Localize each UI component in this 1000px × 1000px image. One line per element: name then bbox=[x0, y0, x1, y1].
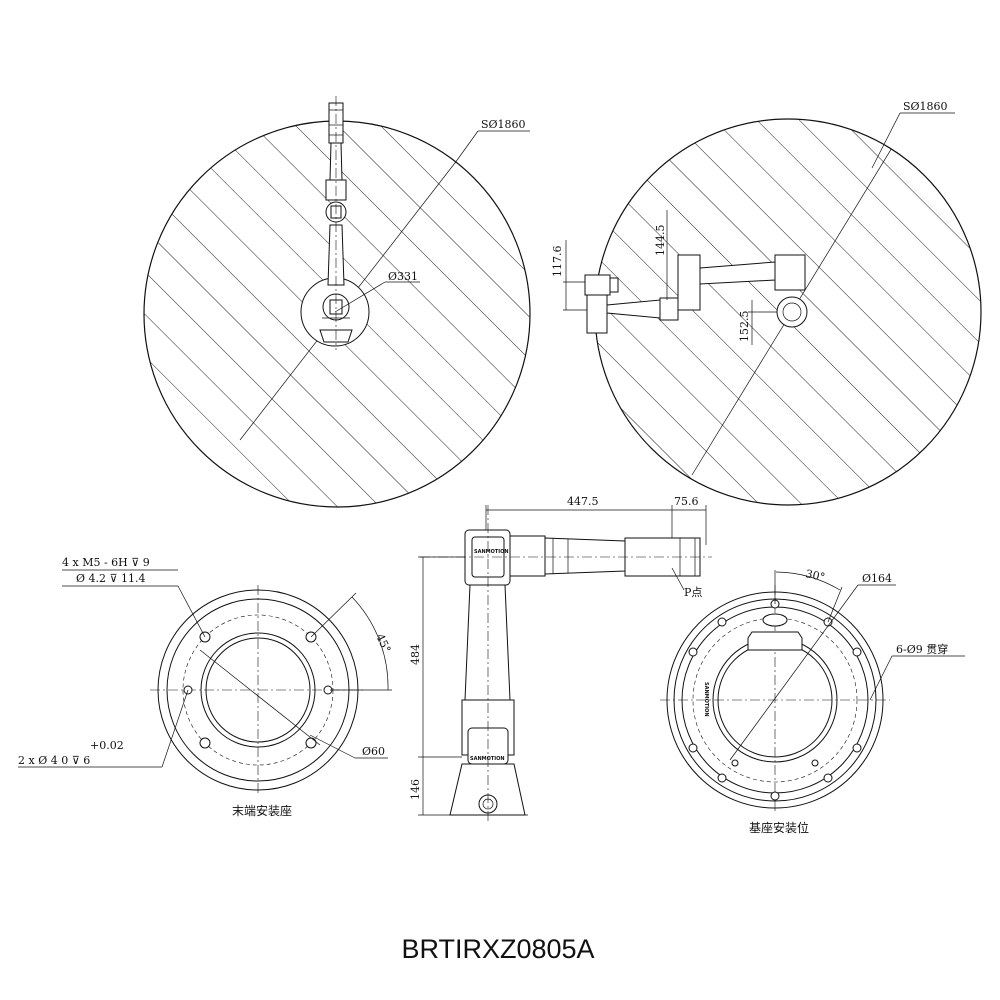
model-name: BRTIRXZ0805A bbox=[401, 934, 594, 964]
dim-144-5: 144.5 bbox=[654, 225, 667, 257]
flange-caption: 末端安装座 bbox=[232, 803, 292, 818]
dim-tool: 75.6 bbox=[674, 495, 699, 508]
dim-reach: 447.5 bbox=[567, 495, 599, 508]
svg-text:SANMOTION: SANMOTION bbox=[470, 756, 505, 762]
base-view: SANMOTION 30° Ø164 6-Ø9 贯穿 基座安装位 bbox=[660, 567, 965, 835]
dim-height: 484 bbox=[409, 644, 422, 665]
dim-117-6: 117.6 bbox=[551, 246, 564, 278]
hole-spec-2: Ø 4.2 ⊽ 11.4 bbox=[76, 572, 146, 585]
hole-spec-1: 4 x M5 - 6H ⊽ 9 bbox=[62, 556, 150, 569]
robot-arm-top-right bbox=[584, 254, 808, 334]
svg-text:SANMOTION: SANMOTION bbox=[703, 682, 709, 717]
bore-diameter: Ø60 bbox=[362, 745, 385, 758]
sphere-diameter-label-right: SØ1860 bbox=[903, 100, 948, 113]
top-view-right: 117.6 144.5 152.5 SØ1860 bbox=[551, 100, 982, 506]
p-point-label: P点 bbox=[684, 586, 702, 599]
base-caption: 基座安装位 bbox=[749, 820, 809, 835]
base-holes-label: 6-Ø9 贯穿 bbox=[896, 642, 948, 656]
pin-spec: 2 x Ø 4 0 ⊽ 6 bbox=[18, 754, 90, 767]
flange-view: 45° 4 x M5 - 6H ⊽ 9 Ø 4.2 ⊽ 11.4 +0.02 2… bbox=[18, 556, 393, 818]
sphere-diameter-label-left: SØ1860 bbox=[481, 118, 526, 131]
base-angle: 30° bbox=[804, 567, 826, 584]
flange-angle: 45° bbox=[373, 632, 393, 655]
base-pcd: Ø164 bbox=[862, 572, 892, 585]
inner-diameter-label: Ø331 bbox=[388, 270, 418, 283]
base-holes bbox=[688, 599, 862, 801]
svg-text:SANMOTION: SANMOTION bbox=[474, 549, 509, 555]
dim-152-5: 152.5 bbox=[738, 311, 751, 343]
dim-base-height: 146 bbox=[409, 779, 422, 800]
top-view-left: Ø331 SØ1860 bbox=[143, 96, 531, 508]
side-view: 447.5 75.6 SANMOTION SANMOTION 484 146 P… bbox=[409, 495, 712, 822]
pin-tolerance: +0.02 bbox=[90, 739, 124, 752]
robot-arm-top-left bbox=[319, 96, 353, 350]
